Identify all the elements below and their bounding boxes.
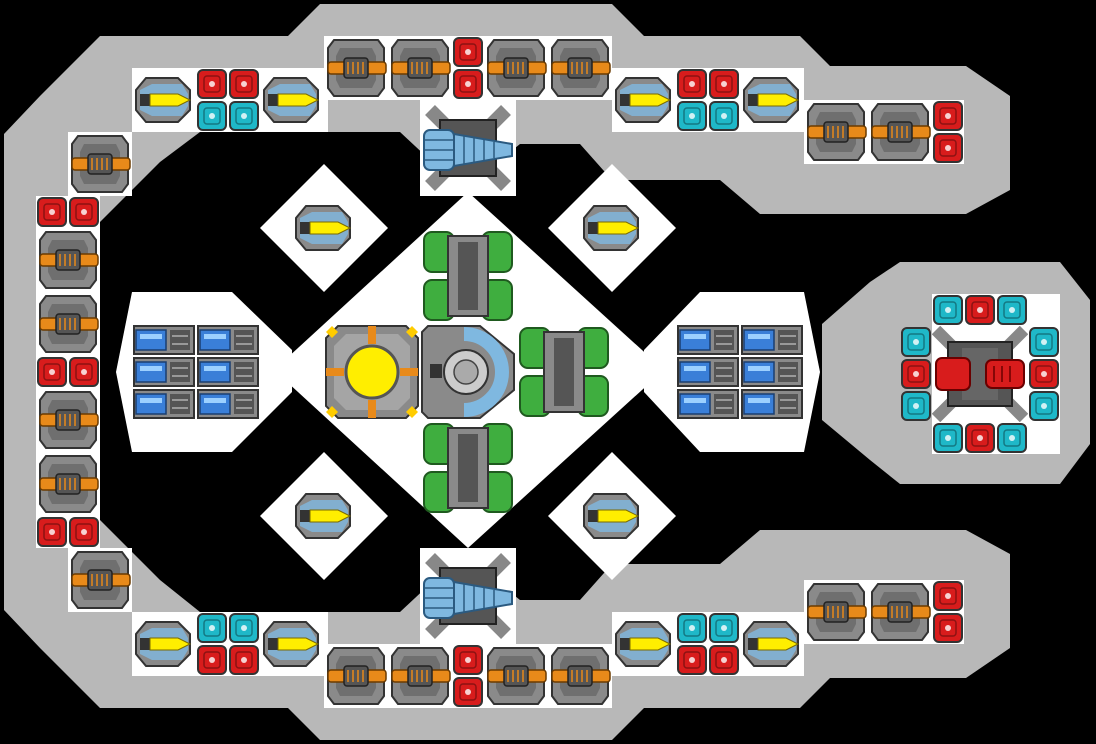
thruster[interactable] bbox=[740, 68, 804, 132]
cannon-top-3[interactable] bbox=[548, 36, 612, 100]
red-block[interactable] bbox=[900, 358, 932, 390]
cyan-block[interactable] bbox=[228, 612, 260, 644]
thruster-sw[interactable] bbox=[292, 484, 356, 548]
cyan-block[interactable] bbox=[228, 100, 260, 132]
hull-outline bbox=[4, 4, 1010, 740]
gyroscope-bottom[interactable] bbox=[420, 420, 516, 516]
cannon-top-2[interactable] bbox=[484, 36, 548, 100]
thruster[interactable] bbox=[612, 612, 676, 676]
gyroscope-right[interactable] bbox=[516, 324, 612, 420]
red-block[interactable] bbox=[36, 356, 68, 388]
cannon[interactable] bbox=[36, 388, 100, 452]
cyan-block[interactable] bbox=[900, 326, 932, 358]
cannon-top-0[interactable] bbox=[324, 36, 388, 100]
cyan-block[interactable] bbox=[932, 422, 964, 454]
red-block[interactable] bbox=[708, 68, 740, 100]
cyan-block[interactable] bbox=[676, 100, 708, 132]
red-block[interactable] bbox=[196, 644, 228, 676]
red-block[interactable] bbox=[452, 644, 484, 676]
battery-right-1[interactable] bbox=[740, 324, 804, 356]
red-block[interactable] bbox=[964, 294, 996, 326]
cyan-block[interactable] bbox=[676, 612, 708, 644]
cannon[interactable] bbox=[804, 100, 868, 164]
cyan-block[interactable] bbox=[708, 612, 740, 644]
battery-right-5[interactable] bbox=[740, 388, 804, 420]
cannon[interactable] bbox=[804, 580, 868, 644]
cannon[interactable] bbox=[36, 452, 100, 516]
red-block[interactable] bbox=[68, 356, 100, 388]
thruster-nw[interactable] bbox=[292, 196, 356, 260]
engine-top[interactable] bbox=[420, 100, 516, 196]
thruster[interactable] bbox=[612, 68, 676, 132]
red-block[interactable] bbox=[228, 644, 260, 676]
red-block[interactable] bbox=[68, 516, 100, 548]
red-block[interactable] bbox=[452, 68, 484, 100]
engine-bottom[interactable] bbox=[420, 548, 516, 644]
red-block[interactable] bbox=[964, 422, 996, 454]
cannon-bottom-1[interactable] bbox=[388, 644, 452, 708]
cannon[interactable] bbox=[868, 580, 932, 644]
battery-right-2[interactable] bbox=[676, 356, 740, 388]
cannon-bottom-0[interactable] bbox=[324, 644, 388, 708]
battery-left-5[interactable] bbox=[196, 388, 260, 420]
thruster[interactable] bbox=[260, 68, 324, 132]
cyan-block[interactable] bbox=[708, 100, 740, 132]
red-block[interactable] bbox=[932, 580, 964, 612]
cyan-block[interactable] bbox=[196, 100, 228, 132]
cyan-block[interactable] bbox=[900, 390, 932, 422]
battery-left-2[interactable] bbox=[132, 356, 196, 388]
red-block[interactable] bbox=[708, 644, 740, 676]
red-block[interactable] bbox=[196, 68, 228, 100]
battery-right-0[interactable] bbox=[676, 324, 740, 356]
red-block[interactable] bbox=[1028, 358, 1060, 390]
red-block[interactable] bbox=[676, 644, 708, 676]
cannon[interactable] bbox=[68, 132, 132, 196]
red-block[interactable] bbox=[932, 132, 964, 164]
cyan-block[interactable] bbox=[996, 422, 1028, 454]
reactor-core[interactable] bbox=[324, 324, 420, 420]
battery-left-4[interactable] bbox=[132, 388, 196, 420]
cannon[interactable] bbox=[36, 228, 100, 292]
cannon[interactable] bbox=[68, 548, 132, 612]
battery-left-0[interactable] bbox=[132, 324, 196, 356]
cyan-block[interactable] bbox=[996, 294, 1028, 326]
thruster[interactable] bbox=[260, 612, 324, 676]
red-block[interactable] bbox=[36, 196, 68, 228]
battery-right-4[interactable] bbox=[676, 388, 740, 420]
cannon[interactable] bbox=[36, 292, 100, 356]
cannon-top-1[interactable] bbox=[388, 36, 452, 100]
cyan-block[interactable] bbox=[932, 294, 964, 326]
cyan-block[interactable] bbox=[196, 612, 228, 644]
cannon-bottom-3[interactable] bbox=[548, 644, 612, 708]
cockpit[interactable] bbox=[420, 324, 516, 420]
red-block[interactable] bbox=[36, 516, 68, 548]
red-block[interactable] bbox=[932, 612, 964, 644]
red-block[interactable] bbox=[68, 196, 100, 228]
thruster-se[interactable] bbox=[580, 484, 644, 548]
red-block[interactable] bbox=[452, 676, 484, 708]
gyroscope-top[interactable] bbox=[420, 228, 516, 324]
thruster-ne[interactable] bbox=[580, 196, 644, 260]
thruster[interactable] bbox=[132, 612, 196, 676]
red-block[interactable] bbox=[452, 36, 484, 68]
thruster[interactable] bbox=[740, 612, 804, 676]
battery-left-1[interactable] bbox=[196, 324, 260, 356]
cyan-block[interactable] bbox=[1028, 326, 1060, 358]
cyan-block[interactable] bbox=[1028, 390, 1060, 422]
red-block[interactable] bbox=[228, 68, 260, 100]
red-block[interactable] bbox=[932, 100, 964, 132]
cannon-bottom-2[interactable] bbox=[484, 644, 548, 708]
cannon[interactable] bbox=[868, 100, 932, 164]
battery-right-3[interactable] bbox=[740, 356, 804, 388]
red-block[interactable] bbox=[676, 68, 708, 100]
red-turret[interactable] bbox=[932, 326, 1028, 422]
thruster[interactable] bbox=[132, 68, 196, 132]
battery-left-3[interactable] bbox=[196, 356, 260, 388]
